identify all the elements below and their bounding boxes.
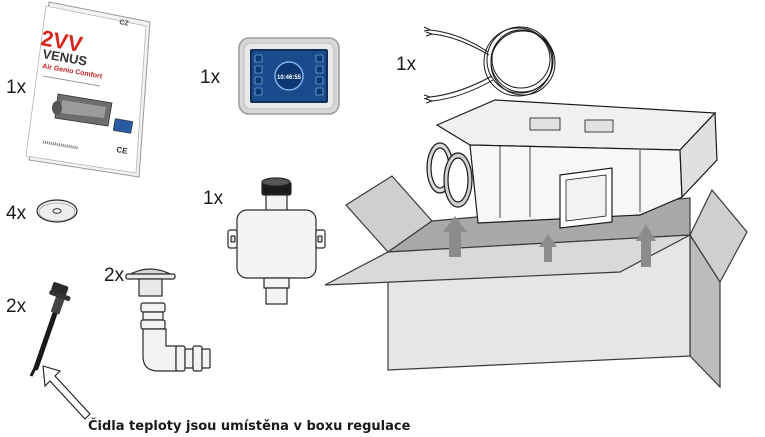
manual-marks: CE — [116, 145, 129, 156]
siphon — [227, 177, 326, 305]
sensor-caption: Čidla teploty jsou umístěna v boxu regul… — [88, 419, 411, 434]
qty-sensors: 2x — [6, 296, 27, 317]
elbow-fitting — [140, 302, 211, 372]
cable-coil — [423, 26, 556, 104]
temperature-sensor — [29, 282, 71, 377]
touch-controller: 10:46:55 — [238, 37, 340, 115]
manual-lang: CZ — [119, 19, 130, 28]
drain-plug — [124, 268, 177, 297]
qty-cable: 1x — [396, 54, 417, 75]
qty-washers: 4x — [6, 203, 27, 224]
qty-plugs: 2x — [104, 265, 125, 286]
washer — [36, 199, 78, 223]
qty-controller: 1x — [200, 67, 221, 88]
manual-booklet: 2VV VENUS Air Genio Comfort CZ CE — [25, 1, 151, 178]
controller-time: 10:46:55 — [277, 75, 302, 81]
qty-manual: 1x — [6, 77, 27, 98]
pointer-arrow — [42, 365, 91, 420]
qty-siphon: 1x — [203, 188, 224, 209]
ventilation-unit — [426, 99, 718, 229]
up-arrows — [443, 216, 656, 267]
